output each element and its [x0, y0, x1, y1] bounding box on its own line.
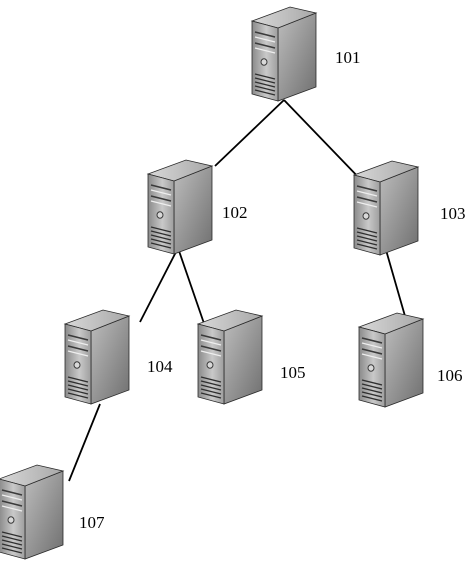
- server-tower-icon: [358, 312, 424, 408]
- server-tower-icon: [197, 309, 263, 405]
- server-tower-icon: [353, 160, 419, 256]
- server-tower-icon: [147, 159, 213, 255]
- server-label-105: 105: [280, 363, 306, 382]
- server-tower-icon: [251, 6, 317, 102]
- connection-line-104-107: [68, 403, 101, 482]
- server-node-104[interactable]: 104: [64, 309, 173, 405]
- server-label-104: 104: [147, 357, 173, 376]
- server-label-102: 102: [222, 203, 248, 222]
- server-label-103: 103: [440, 204, 466, 223]
- server-node-102[interactable]: 102: [147, 159, 248, 255]
- server-label-101: 101: [335, 48, 361, 67]
- connection-line-101-102: [214, 99, 285, 167]
- connection-line-102-104: [139, 247, 179, 323]
- server-node-101[interactable]: 101: [251, 6, 361, 102]
- connection-line-101-103: [283, 99, 365, 184]
- connection-line-102-105: [177, 247, 209, 336]
- server-label-107: 107: [79, 513, 105, 532]
- server-node-103[interactable]: 103: [353, 160, 466, 256]
- server-node-107[interactable]: 107: [0, 464, 105, 560]
- server-nodes: 101 102 103 104 105 106 107: [0, 6, 466, 560]
- connection-lines: [68, 99, 410, 482]
- server-node-106[interactable]: 106: [358, 312, 463, 408]
- server-tower-icon: [0, 464, 64, 560]
- server-tower-icon: [64, 309, 130, 405]
- server-label-106: 106: [437, 366, 463, 385]
- server-node-105[interactable]: 105: [197, 309, 306, 405]
